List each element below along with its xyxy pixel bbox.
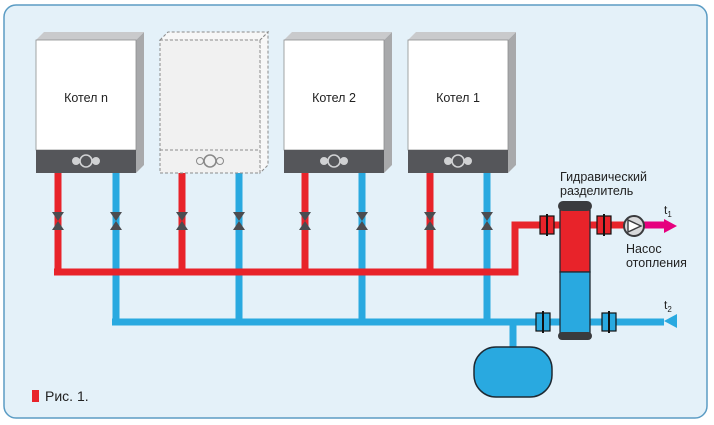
shutoff-valve-icon — [481, 212, 493, 230]
boiler-label: Котел n — [64, 91, 108, 105]
valve-upper-half — [110, 212, 122, 221]
pipe-flange — [601, 311, 617, 333]
supply-main-pipe — [54, 221, 560, 276]
boiler-placeholder — [158, 30, 270, 175]
pipe-flange — [535, 311, 551, 333]
valve-upper-half — [356, 212, 368, 221]
figure-caption: Рис. 1. — [45, 388, 89, 404]
shutoff-valve-icon — [110, 212, 122, 230]
boiler-knob-icon — [444, 157, 452, 165]
valve-lower-half — [356, 221, 368, 230]
boiler-side-panel — [259, 30, 269, 175]
pipe-flange — [539, 214, 555, 236]
pump-label-line1: Насос — [626, 242, 662, 256]
boiler-top-panel — [158, 31, 270, 41]
boiler-knob-icon — [320, 157, 328, 165]
boiler-gauge-icon — [79, 154, 93, 168]
shutoff-valve-icon — [233, 212, 245, 230]
expansion-tank — [473, 346, 553, 398]
separator-label-line1: Гидравический — [560, 170, 647, 184]
valve-lower-half — [481, 221, 493, 230]
shutoff-valve-icon — [424, 212, 436, 230]
separator-label-line2: разделитель — [560, 184, 633, 198]
boiler-top-panel — [408, 32, 516, 40]
pipe-flange — [596, 214, 612, 236]
boiler-front-panel — [283, 39, 385, 151]
valve-group — [52, 212, 493, 230]
boiler-label: Котел 1 — [436, 91, 480, 105]
boiler: Котел 2 — [283, 32, 392, 173]
hydraulic-separator — [558, 201, 592, 340]
separator-hot-section — [559, 209, 591, 273]
flange-ring — [542, 311, 544, 333]
valve-lower-half — [299, 221, 311, 230]
shutoff-valve-icon — [52, 212, 64, 230]
shutoff-valve-icon — [299, 212, 311, 230]
boiler-knob-icon — [72, 157, 80, 165]
valve-upper-half — [233, 212, 245, 221]
pump-impeller-icon — [627, 218, 643, 234]
return-temperature-label: t2 — [664, 298, 672, 314]
pump-label: Насос отопления — [626, 242, 687, 270]
valve-upper-half — [424, 212, 436, 221]
valve-upper-half — [299, 212, 311, 221]
return-inlet-arrow-icon — [664, 314, 677, 328]
separator-label: Гидравический разделитель — [560, 170, 651, 198]
flange-ring — [603, 214, 605, 236]
separator-cold-section — [559, 271, 591, 335]
supply-outlet-arrow-icon — [664, 219, 677, 233]
valve-lower-half — [424, 221, 436, 230]
valve-upper-half — [481, 212, 493, 221]
boiler-label: Котел 2 — [312, 91, 356, 105]
flange-group — [535, 214, 617, 333]
supply-temperature-symbol: t — [664, 203, 668, 217]
supply-temperature-label: t1 — [664, 203, 672, 219]
boiler-front-panel — [35, 39, 137, 151]
boiler-gauge-icon — [451, 154, 465, 168]
heating-pump — [623, 215, 645, 237]
valve-lower-half — [52, 221, 64, 230]
shutoff-valve-icon — [176, 212, 188, 230]
boiler-side-panel — [508, 32, 516, 173]
boiler-gauge-icon — [327, 154, 341, 168]
boiler-side-panel — [136, 32, 144, 173]
pump-label-line2: отопления — [626, 256, 687, 270]
boiler: Котел 1 — [407, 32, 516, 173]
boiler-knob-icon — [464, 157, 472, 165]
boiler-group: Котел n Котел 2 Котел 1 — [35, 30, 516, 175]
flange-ring — [546, 214, 548, 236]
valve-lower-half — [176, 221, 188, 230]
caption-marker — [32, 390, 39, 402]
boiler-knob-icon — [216, 157, 224, 165]
valve-upper-half — [176, 212, 188, 221]
flange-ring — [608, 311, 610, 333]
boiler-front-panel — [407, 39, 509, 151]
supply-temperature-subscript: 1 — [667, 210, 672, 219]
boiler-top-panel — [36, 32, 144, 40]
shutoff-valve-icon — [356, 212, 368, 230]
boiler: Котел n — [35, 32, 144, 173]
return-temperature-symbol: t — [664, 298, 668, 312]
boiler-knob-icon — [92, 157, 100, 165]
boiler-top-panel — [284, 32, 392, 40]
valve-lower-half — [233, 221, 245, 230]
boiler-knob-icon — [340, 157, 348, 165]
valve-upper-half — [52, 212, 64, 221]
boiler-side-panel — [384, 32, 392, 173]
return-temperature-subscript: 2 — [667, 305, 672, 314]
valve-lower-half — [110, 221, 122, 230]
separator-bottom-cap — [558, 332, 592, 340]
separator-top-cap — [558, 201, 592, 211]
boiler-front-panel — [159, 39, 261, 174]
